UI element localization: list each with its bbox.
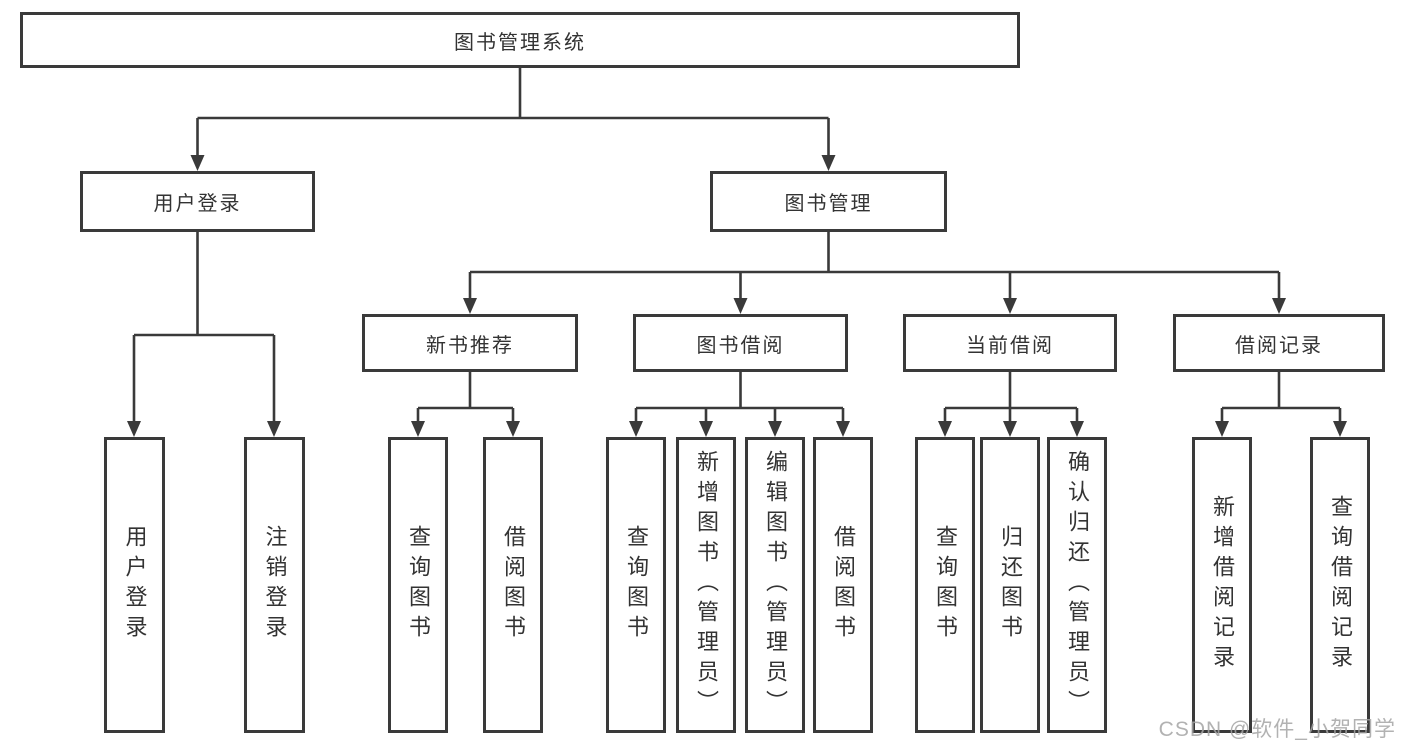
node-label: 查询图书 [933,525,958,645]
connector-root-split [190,68,836,171]
node-label: 用户登录 [122,525,148,645]
connector-current-borrow-split [938,372,1084,437]
node-new-book-recommend: 新书推荐 [362,314,578,372]
node-label: 借阅图书 [831,525,856,645]
node-label: 查询图书 [406,525,431,645]
node-label: 用户登录 [153,193,242,215]
leaf-add-books-admin: 新增图书（管理员） [676,437,736,733]
connector-book-management-split [463,232,1286,314]
leaf-borrow-books: 借阅图书 [813,437,873,733]
leaf-add-borrow-record: 新增借阅记录 [1192,437,1252,733]
node-label: 图书管理系统 [454,31,586,54]
leaf-recommend-borrow-books: 借阅图书 [483,437,543,733]
leaf-query-borrow-record: 查询借阅记录 [1310,437,1370,733]
node-label: 注销登录 [262,525,288,645]
node-label: 编辑图书（管理员） [763,450,788,720]
node-label: 当前借阅 [966,334,1054,357]
node-label: 查询图书 [624,525,649,645]
leaf-return-books: 归还图书 [980,437,1040,733]
leaf-edit-books-admin: 编辑图书（管理员） [745,437,805,733]
leaf-user-login: 用户登录 [104,437,165,733]
leaf-logout: 注销登录 [244,437,305,733]
node-user-login: 用户登录 [80,171,315,232]
connector-new-book-recommend-split [411,372,520,437]
leaf-confirm-return-admin: 确认归还（管理员） [1047,437,1107,733]
node-label: 新书推荐 [426,334,514,357]
leaf-borrow-query-books: 查询图书 [606,437,666,733]
connector-borrow-records-split [1215,372,1347,437]
node-label: 新增借阅记录 [1210,495,1235,675]
node-label: 借阅记录 [1235,334,1323,357]
node-label: 归还图书 [998,525,1023,645]
node-label: 确认归还（管理员） [1065,450,1090,720]
node-current-borrow: 当前借阅 [903,314,1117,372]
node-label: 借阅图书 [501,525,526,645]
csdn-watermark: CSDN @软件_小贺同学 [1158,718,1396,741]
node-label: 查询借阅记录 [1328,495,1353,675]
node-label: 图书借阅 [696,334,785,357]
node-book-management: 图书管理 [710,171,947,232]
node-book-borrow: 图书借阅 [633,314,848,372]
node-root-library-management-system: 图书管理系统 [20,12,1020,68]
node-label: 图书管理 [784,193,873,215]
connector-user-login-split [127,232,281,437]
leaf-recommend-query-books: 查询图书 [388,437,448,733]
node-borrow-records: 借阅记录 [1173,314,1385,372]
leaf-current-query-books: 查询图书 [915,437,975,733]
connector-book-borrow-split [629,372,850,437]
node-label: 新增图书（管理员） [694,450,719,720]
